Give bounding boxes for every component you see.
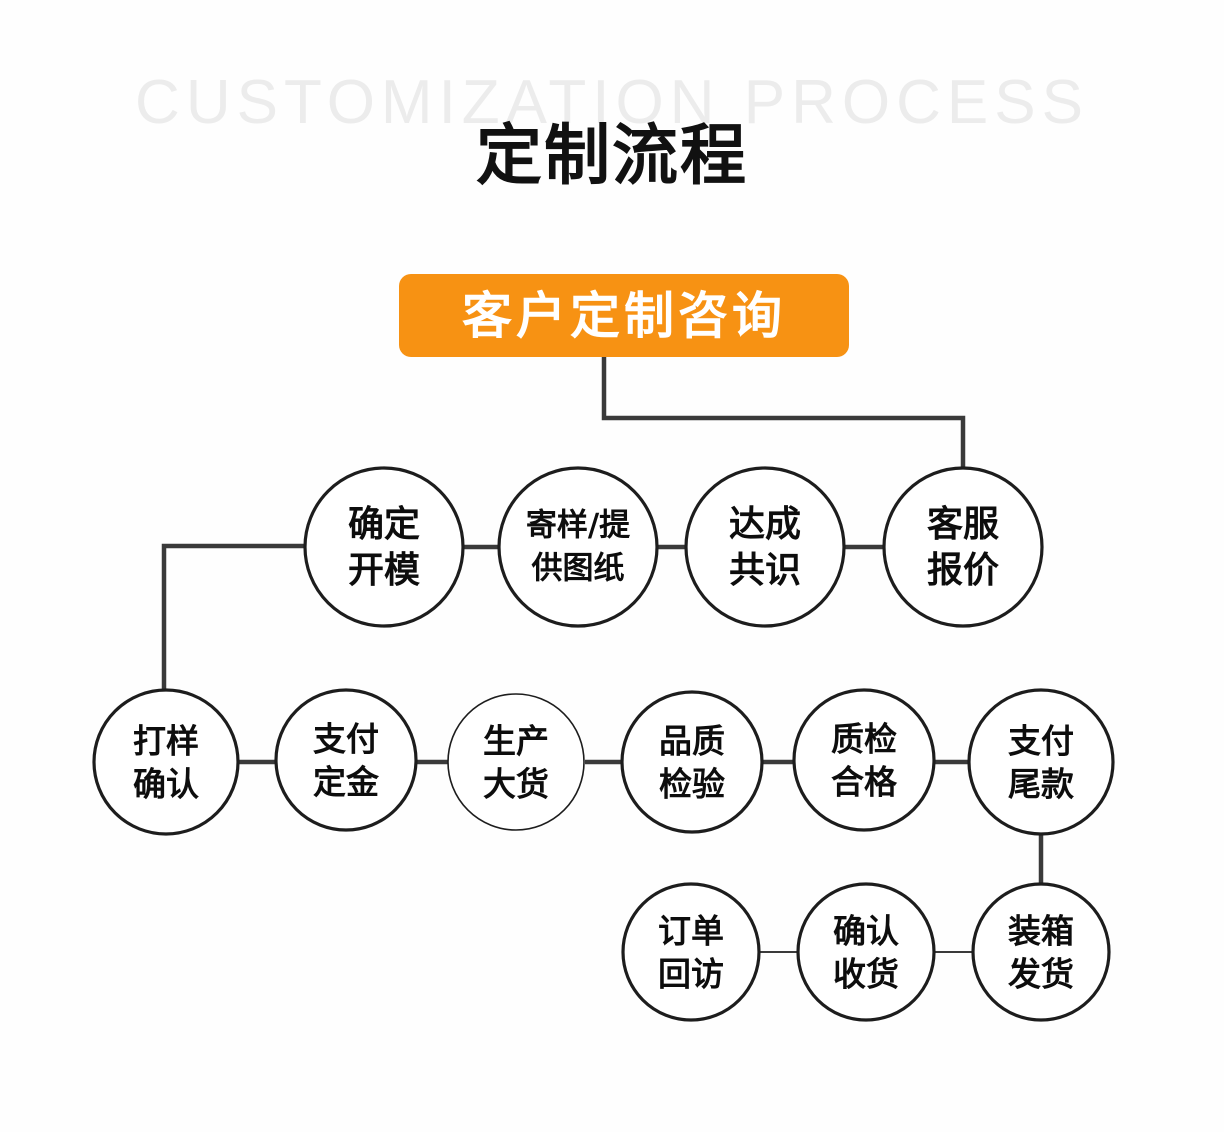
node-circle[interactable] bbox=[621, 882, 761, 1022]
node-n12-confirm-receipt[interactable]: 确认 收货 bbox=[796, 882, 936, 1022]
connector-group bbox=[161, 357, 1044, 953]
node-circle[interactable] bbox=[967, 688, 1115, 836]
node-circle[interactable] bbox=[274, 688, 418, 832]
node-circle[interactable] bbox=[792, 688, 936, 832]
node-circle[interactable] bbox=[447, 693, 585, 831]
node-label-line1: 支付 bbox=[313, 720, 379, 759]
page-title: 定制流程 bbox=[476, 117, 748, 194]
node-label-line1: 确认 bbox=[833, 912, 899, 951]
node-n11-packing-shipment[interactable]: 装箱 发货 bbox=[971, 882, 1111, 1022]
node-n6-pay-deposit[interactable]: 支付 定金 bbox=[274, 688, 418, 832]
node-label-line2: 发货 bbox=[1008, 955, 1074, 994]
page-header: CUSTOMIZATION PROCESS 定制流程 bbox=[0, 0, 1224, 230]
node-label-line1: 客服 bbox=[927, 504, 999, 545]
node-label-line1: 装箱 bbox=[1008, 912, 1074, 951]
node-label-line2: 定金 bbox=[313, 763, 380, 802]
node-label-line2: 尾款 bbox=[1008, 765, 1075, 804]
node-circle[interactable] bbox=[882, 466, 1044, 628]
node-circle[interactable] bbox=[796, 882, 936, 1022]
node-label-line2: 回访 bbox=[658, 955, 724, 994]
node-label-line1: 品质 bbox=[659, 722, 725, 761]
node-n1-customer-service-quote[interactable]: 客服 报价 bbox=[882, 466, 1044, 628]
node-label-line2: 确认 bbox=[133, 765, 199, 804]
start-node-label: 客户定制咨询 bbox=[462, 286, 786, 345]
node-label-line1: 打样 bbox=[133, 722, 199, 761]
node-n2-reach-consensus[interactable]: 达成 共识 bbox=[684, 466, 846, 628]
node-circle[interactable] bbox=[620, 690, 764, 834]
node-circle[interactable] bbox=[684, 466, 846, 628]
node-circle[interactable] bbox=[497, 466, 659, 628]
node-label-line1: 生产 bbox=[483, 722, 549, 761]
node-label-line2: 大货 bbox=[483, 765, 549, 804]
node-n3-send-sample-provide-drawings[interactable]: 寄样/提 供图纸 bbox=[497, 466, 659, 628]
connector-n4-to-n5 bbox=[161, 543, 305, 691]
start-node-customer-consultation[interactable]: 客户定制咨询 bbox=[399, 274, 849, 357]
node-label-line1: 寄样/提 bbox=[526, 508, 631, 544]
node-n4-confirm-mold-opening[interactable]: 确定 开模 bbox=[303, 466, 465, 628]
connector-start-to-n1 bbox=[601, 357, 966, 475]
node-label-line1: 达成 bbox=[729, 504, 801, 545]
node-circle[interactable] bbox=[303, 466, 465, 628]
node-label-line1: 支付 bbox=[1008, 722, 1074, 761]
node-circle[interactable] bbox=[971, 882, 1111, 1022]
node-n7-mass-production[interactable]: 生产 大货 bbox=[447, 693, 585, 831]
node-circle[interactable] bbox=[92, 688, 240, 836]
node-label-line1: 质检 bbox=[831, 720, 897, 759]
node-label-line1: 订单 bbox=[658, 912, 724, 951]
node-n13-order-follow-up[interactable]: 订单 回访 bbox=[621, 882, 761, 1022]
node-n10-pay-balance[interactable]: 支付 尾款 bbox=[967, 688, 1115, 836]
node-label-line2: 合格 bbox=[831, 763, 898, 802]
node-label-line2: 检验 bbox=[659, 765, 725, 804]
node-n8-quality-inspection[interactable]: 品质 检验 bbox=[620, 690, 764, 834]
node-label-line1: 确定 bbox=[348, 504, 420, 545]
node-label-line2: 收货 bbox=[833, 955, 899, 994]
watermark-text: CUSTOMIZATION PROCESS bbox=[135, 68, 1089, 137]
node-n9-quality-passed[interactable]: 质检 合格 bbox=[792, 688, 936, 832]
node-label-line2: 开模 bbox=[348, 550, 420, 591]
node-label-line2: 供图纸 bbox=[531, 551, 625, 587]
node-n5-sample-confirmation[interactable]: 打样 确认 bbox=[92, 688, 240, 836]
node-label-line2: 报价 bbox=[927, 550, 999, 591]
node-label-line2: 共识 bbox=[729, 550, 801, 591]
